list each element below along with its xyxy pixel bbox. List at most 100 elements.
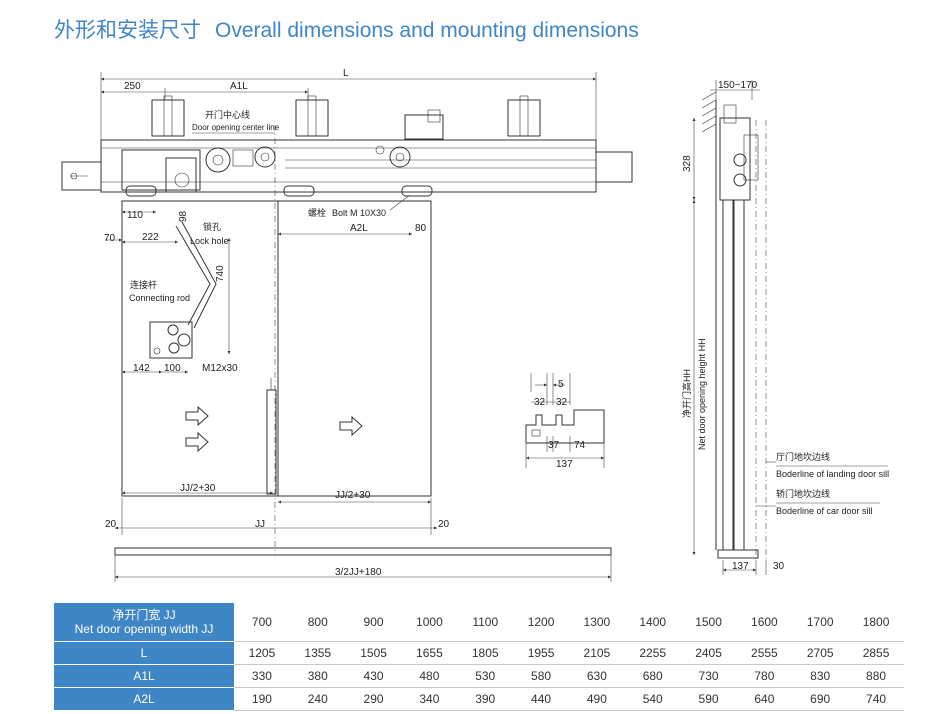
car-en: Boderline of car door sill xyxy=(776,506,873,516)
table-cell: 680 xyxy=(624,664,681,688)
dim-A1L: A1L xyxy=(230,81,248,92)
table-row-A2L: A2L 190 240 290 340 390 440 490 540 590 … xyxy=(54,687,904,711)
table-row-A1L: A1L 330 380 430 480 530 580 630 680 730 … xyxy=(54,664,904,688)
center-line-cn: 开门中心线 xyxy=(205,109,250,120)
table-cell: 1100 xyxy=(457,603,514,642)
dim-20-left: 20 xyxy=(105,519,117,530)
table-cell: 190 xyxy=(234,687,290,711)
table-cell: 2705 xyxy=(792,641,849,665)
table-cell: 880 xyxy=(848,664,904,688)
table-cell: 2105 xyxy=(568,641,625,665)
dim-A2L: A2L xyxy=(350,223,368,234)
table-cell: 1655 xyxy=(401,641,458,665)
dim-80: 80 xyxy=(415,223,427,234)
dim-L: L xyxy=(343,68,349,79)
row-label-L: L xyxy=(54,641,234,665)
page-title: 外形和安装尺寸 Overall dimensions and mounting d… xyxy=(54,14,639,44)
table-cell: 1505 xyxy=(345,641,402,665)
technical-drawing: L 250 A1L 开门中心线 Door opening center line xyxy=(61,68,889,582)
lock-hole-en: Lock hole xyxy=(190,236,229,246)
table-cell: 530 xyxy=(457,664,514,688)
table-cell: 430 xyxy=(345,664,402,688)
header-jj: 净开门宽 JJ Net door opening width JJ xyxy=(54,603,234,642)
front-view: L 250 A1L 开门中心线 Door opening center line xyxy=(61,68,633,582)
side-view: 150~170 328 净开门高HH Net door opening heig… xyxy=(681,80,889,575)
lock-hole-cn: 锁孔 xyxy=(203,221,221,232)
hh-cn: 净开门高HH xyxy=(681,369,692,418)
dim-total: 3/2JJ+180 xyxy=(335,567,382,578)
table-cell: 2405 xyxy=(680,641,737,665)
table-cell: 340 xyxy=(401,687,458,711)
table-cell: 290 xyxy=(345,687,402,711)
dim-jj2-left: JJ/2+30 xyxy=(180,483,216,494)
side-dim-30: 30 xyxy=(773,561,785,572)
dim-222: 222 xyxy=(142,232,159,243)
header-jj-cn: 净开门宽 JJ xyxy=(112,608,176,622)
dim-740: 740 xyxy=(215,265,226,282)
sill-dim-137: 137 xyxy=(556,459,573,470)
dim-20-right: 20 xyxy=(438,519,450,530)
table-cell: 2555 xyxy=(736,641,793,665)
table-cell: 640 xyxy=(736,687,793,711)
table-cell: 2255 xyxy=(624,641,681,665)
side-dim-150-170: 150~170 xyxy=(718,80,758,91)
table-cell: 1000 xyxy=(401,603,458,642)
sill-dim-32a: 32 xyxy=(534,397,546,408)
side-dim-137: 137 xyxy=(732,561,749,572)
table-cell: 380 xyxy=(289,664,346,688)
table-cell: 480 xyxy=(401,664,458,688)
table-cell: 490 xyxy=(568,687,625,711)
table-cell: 740 xyxy=(848,687,904,711)
dim-250: 250 xyxy=(124,81,141,92)
table-row-L: L 1205 1355 1505 1655 1805 1955 2105 225… xyxy=(54,641,904,665)
table-cell: 2855 xyxy=(848,641,904,665)
dim-142: 142 xyxy=(133,363,150,374)
rod-cn: 连接杆 xyxy=(130,279,157,290)
table-cell: 1300 xyxy=(568,603,625,642)
sill-dim-32b: 32 xyxy=(556,397,568,408)
table-cell: 240 xyxy=(289,687,346,711)
dim-110: 110 xyxy=(127,210,143,221)
table-cell: 440 xyxy=(513,687,569,711)
sill-dim-74: 74 xyxy=(574,440,586,451)
sill-section: 5 32 32 37 74 137 xyxy=(525,373,605,470)
car-cn: 轿门地坎边线 xyxy=(776,488,830,499)
title-en: Overall dimensions and mounting dimensio… xyxy=(215,19,639,42)
dim-jj2-right: JJ/2+30 xyxy=(335,490,371,501)
table-cell: 1805 xyxy=(457,641,514,665)
table-cell: 1205 xyxy=(234,641,290,665)
table-cell: 1400 xyxy=(624,603,681,642)
table-cell: 1200 xyxy=(513,603,569,642)
table-row-jj: 净开门宽 JJ Net door opening width JJ 700 80… xyxy=(54,603,904,642)
table-cell: 1600 xyxy=(736,603,793,642)
hh-en: Net door opening height HH xyxy=(697,338,707,450)
dim-70: 70 xyxy=(104,233,116,244)
rod-en: Connecting rod xyxy=(129,293,190,303)
table-cell: 540 xyxy=(624,687,681,711)
bolt-en: Bolt M 10X30 xyxy=(332,208,386,218)
center-line-en: Door opening center line xyxy=(192,123,280,132)
dim-100: 100 xyxy=(164,363,181,374)
table-cell: 830 xyxy=(792,664,849,688)
table-cell: 390 xyxy=(457,687,514,711)
landing-en: Boderline of landing door sill xyxy=(776,469,889,479)
table-cell: 1700 xyxy=(792,603,849,642)
table-cell: 630 xyxy=(568,664,625,688)
dim-98: 98 xyxy=(178,210,189,222)
table-cell: 590 xyxy=(680,687,737,711)
table-cell: 730 xyxy=(680,664,737,688)
table-cell: 900 xyxy=(345,603,402,642)
landing-cn: 厅门地坎边线 xyxy=(776,451,830,462)
dim-m12: M12x30 xyxy=(202,363,238,374)
row-label-A2L: A2L xyxy=(54,687,234,711)
dim-JJ: JJ xyxy=(255,519,265,530)
table-cell: 800 xyxy=(289,603,346,642)
table-cell: 1800 xyxy=(848,603,904,642)
header-jj-en: Net door opening width JJ xyxy=(74,622,214,636)
table-cell: 780 xyxy=(736,664,793,688)
table-cell: 700 xyxy=(234,603,290,642)
title-cn: 外形和安装尺寸 xyxy=(54,19,201,42)
row-label-A1L: A1L xyxy=(54,664,234,688)
table-cell: 1955 xyxy=(513,641,569,665)
bolt-cn: 螺栓 xyxy=(308,207,326,218)
